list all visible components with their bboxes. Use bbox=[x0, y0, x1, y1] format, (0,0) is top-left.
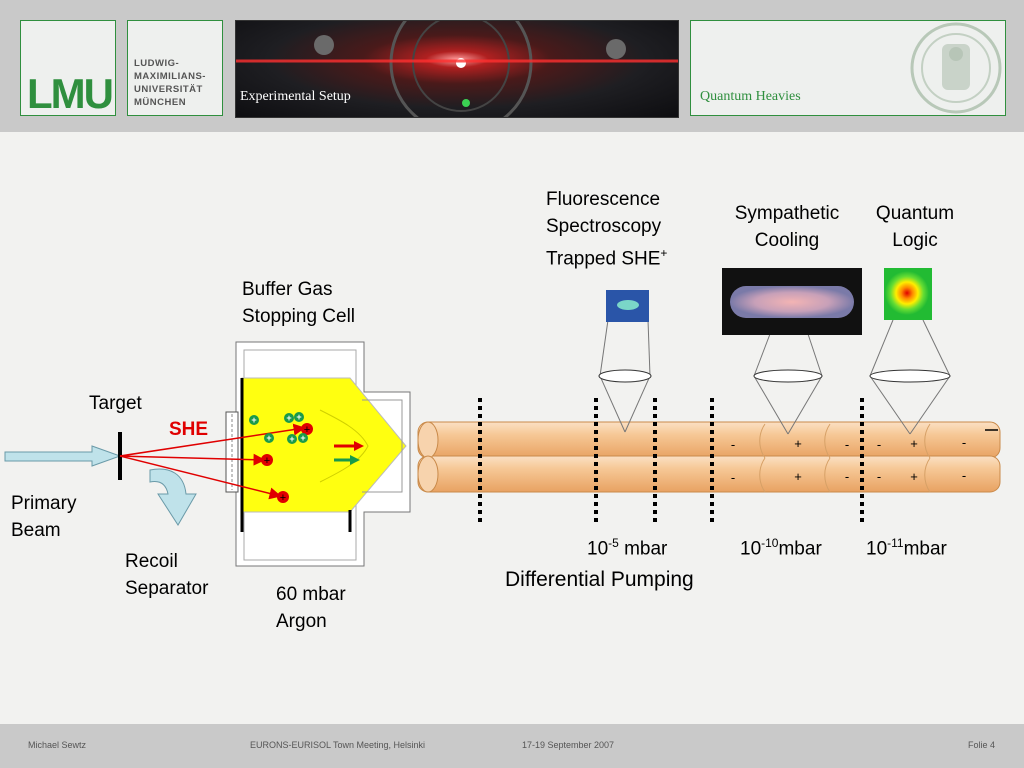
university-name-line: MAXIMILIANS- bbox=[134, 71, 206, 82]
ion-charge-label: + bbox=[266, 433, 271, 443]
rod-charge: - bbox=[962, 435, 966, 450]
rod-charge: - bbox=[845, 469, 849, 484]
lens bbox=[753, 369, 823, 383]
university-seal bbox=[910, 22, 1002, 114]
she-trajectory bbox=[119, 423, 306, 457]
differential-pumping-label: Differential Pumping bbox=[505, 568, 694, 591]
university-name-line: LUDWIG- bbox=[134, 58, 180, 69]
lmu-logo: LMU bbox=[27, 70, 114, 117]
primary-beam-arrow bbox=[4, 445, 122, 467]
topic-title: Quantum Heavies bbox=[700, 89, 801, 104]
footer-event: EURONS-EURISOL Town Meeting, Helsinki bbox=[250, 740, 426, 750]
rod-charge: + bbox=[910, 469, 918, 484]
rod-charge: - bbox=[877, 437, 881, 452]
header-photo bbox=[235, 20, 679, 118]
she-ion bbox=[301, 423, 313, 435]
university-name-line: UNIVERSITÄT bbox=[134, 84, 203, 95]
pumping-walls bbox=[478, 398, 864, 524]
target-label: Target bbox=[89, 393, 142, 414]
pressure-label-3: 10-11mbar bbox=[866, 536, 947, 560]
rod-charge: + bbox=[794, 436, 802, 451]
rod-charge: + bbox=[910, 436, 918, 451]
ion-charge-label: + bbox=[264, 455, 270, 467]
lmu-logo-box bbox=[20, 20, 116, 116]
rod-charge: - bbox=[731, 470, 735, 485]
she-ion bbox=[277, 491, 289, 503]
ion-charge-label: + bbox=[304, 424, 310, 436]
pressure-label-1: 10-5 mbar bbox=[587, 536, 668, 560]
footer-date: 17-19 September 2007 bbox=[522, 740, 615, 750]
rod-charge: - bbox=[877, 469, 881, 484]
she-trajectory bbox=[119, 453, 266, 466]
university-name-box bbox=[127, 20, 223, 116]
university-name-line: MÜNCHEN bbox=[134, 97, 187, 108]
footer-slide-number: Folie 4 bbox=[968, 740, 996, 750]
ion-charge-label: + bbox=[289, 434, 294, 444]
she-ion bbox=[261, 454, 273, 466]
recoil-separator-arrow bbox=[149, 468, 197, 526]
rod-charge: - bbox=[845, 437, 849, 452]
ion-charge-label: + bbox=[286, 413, 291, 423]
footer-author: Michael Sewtz bbox=[28, 740, 87, 750]
footer-bar bbox=[0, 724, 1024, 768]
rod-charge: + bbox=[794, 469, 802, 484]
setup-diagram: + + + + + + + + + - bbox=[4, 268, 1001, 567]
she-trajectory bbox=[119, 455, 282, 500]
ion-charge-label: + bbox=[300, 433, 305, 443]
ion-charge-label: + bbox=[280, 492, 286, 504]
ion-charge-label: + bbox=[296, 412, 301, 422]
pressure-label-2: 10-10mbar bbox=[740, 536, 822, 560]
slide-title: Experimental Setup bbox=[240, 89, 351, 104]
argon-ions bbox=[249, 412, 308, 444]
topic-box bbox=[690, 20, 1006, 116]
she-label: SHE bbox=[169, 419, 209, 440]
lens bbox=[598, 369, 652, 383]
rod-charge: - bbox=[962, 468, 966, 483]
ion-charge-label: + bbox=[251, 415, 256, 425]
lens bbox=[869, 369, 951, 383]
rod-charge: - bbox=[731, 437, 735, 452]
fluorescence-label: Fluorescence Spectroscopy Trapped SHE+ bbox=[546, 189, 668, 270]
rfq-rods bbox=[417, 421, 1001, 493]
